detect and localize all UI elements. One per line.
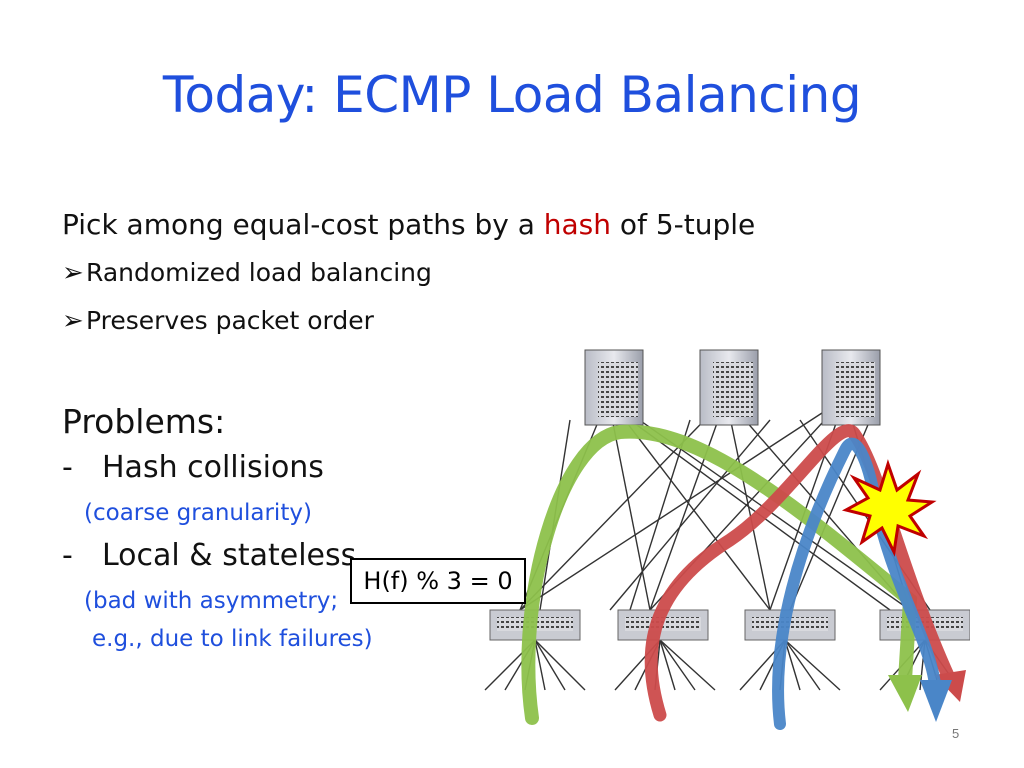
intro-text: Pick among equal-cost paths by a hash of… — [62, 208, 755, 241]
problem-local-stateless: -Local & stateless — [62, 538, 356, 573]
hash-label-box: H(f) % 3 = 0 — [350, 558, 526, 604]
explosion-icon — [841, 459, 937, 557]
blue-flow-arrowhead — [920, 680, 952, 722]
problem-text: Local & stateless — [102, 538, 357, 573]
dash-marker: - — [62, 538, 73, 573]
problem-text: Hash collisions — [102, 450, 324, 485]
page-number: 5 — [952, 726, 960, 741]
spine-switch — [821, 349, 881, 426]
bullet-randomized: ➢Randomized load balancing — [62, 258, 432, 288]
arrow-bullet-icon: ➢ — [62, 306, 84, 336]
spine-switch — [699, 349, 759, 426]
problem-hash-collisions: -Hash collisions — [62, 450, 324, 485]
problem-note: (coarse granularity) — [84, 500, 312, 526]
blue-flow — [772, 437, 941, 730]
network-diagram — [484, 349, 970, 730]
green-flow-arrowhead — [888, 675, 922, 712]
green-flow — [521, 424, 918, 725]
spine-switch — [584, 349, 644, 426]
problem-note: e.g., due to link failures) — [92, 626, 373, 652]
intro-before: Pick among equal-cost paths by a — [62, 208, 544, 241]
bullet-preserves: ➢Preserves packet order — [62, 306, 374, 336]
problem-note: (bad with asymmetry; — [84, 588, 339, 614]
intro-after: of 5-tuple — [611, 208, 756, 241]
slide-title: Today: ECMP Load Balancing — [162, 66, 862, 124]
red-flow-arrowhead — [934, 670, 966, 702]
dash-marker: - — [62, 450, 73, 485]
arrow-bullet-icon: ➢ — [62, 258, 84, 288]
host-links — [484, 639, 961, 691]
bullet-text: Randomized load balancing — [86, 258, 432, 287]
intro-highlight: hash — [543, 208, 612, 241]
bullet-text: Preserves packet order — [86, 306, 374, 335]
problems-heading: Problems: — [62, 402, 226, 441]
